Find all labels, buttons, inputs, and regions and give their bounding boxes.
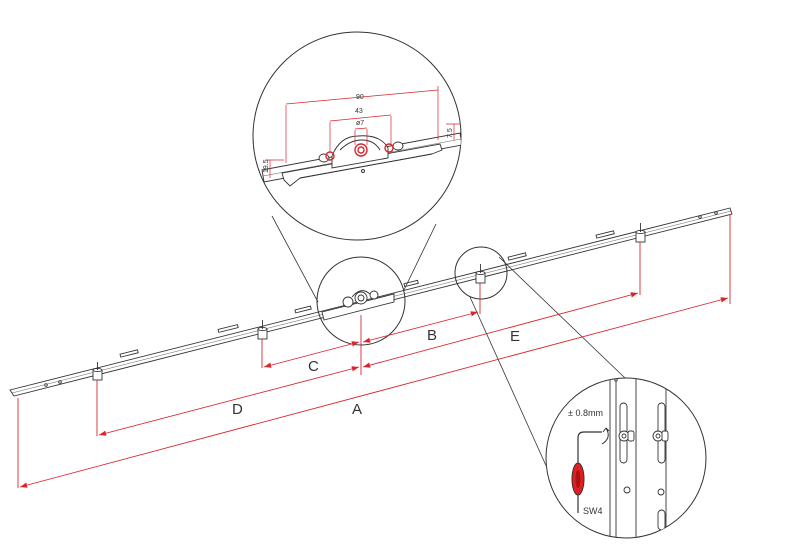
detail-dim-19-5: 19.5 bbox=[263, 159, 270, 173]
dim-label-b: B bbox=[427, 327, 437, 344]
detail-dim-43: 43 bbox=[355, 108, 363, 115]
detail-dim-7-5: 7.5 bbox=[447, 128, 454, 138]
dimension-lines bbox=[17, 214, 731, 488]
adjust-detail bbox=[571, 378, 669, 538]
locking-cam-e bbox=[635, 223, 646, 243]
wrench-size-label: SW4 bbox=[583, 506, 603, 516]
detail-dim-90: 90 bbox=[356, 94, 364, 101]
dim-label-e: E bbox=[510, 328, 520, 345]
locking-cam-c bbox=[257, 320, 268, 340]
dim-label-d: D bbox=[232, 401, 243, 418]
detail-dim-o7: ø7 bbox=[356, 120, 364, 127]
gearbox-small bbox=[321, 290, 395, 321]
dim-label-c: C bbox=[308, 358, 319, 375]
locking-cam-d bbox=[92, 362, 103, 381]
dim-label-a: A bbox=[352, 401, 362, 418]
tolerance-label: ± 0.8mm bbox=[568, 408, 603, 418]
locking-cam-b bbox=[475, 264, 486, 284]
gearbox-detail bbox=[261, 86, 461, 187]
